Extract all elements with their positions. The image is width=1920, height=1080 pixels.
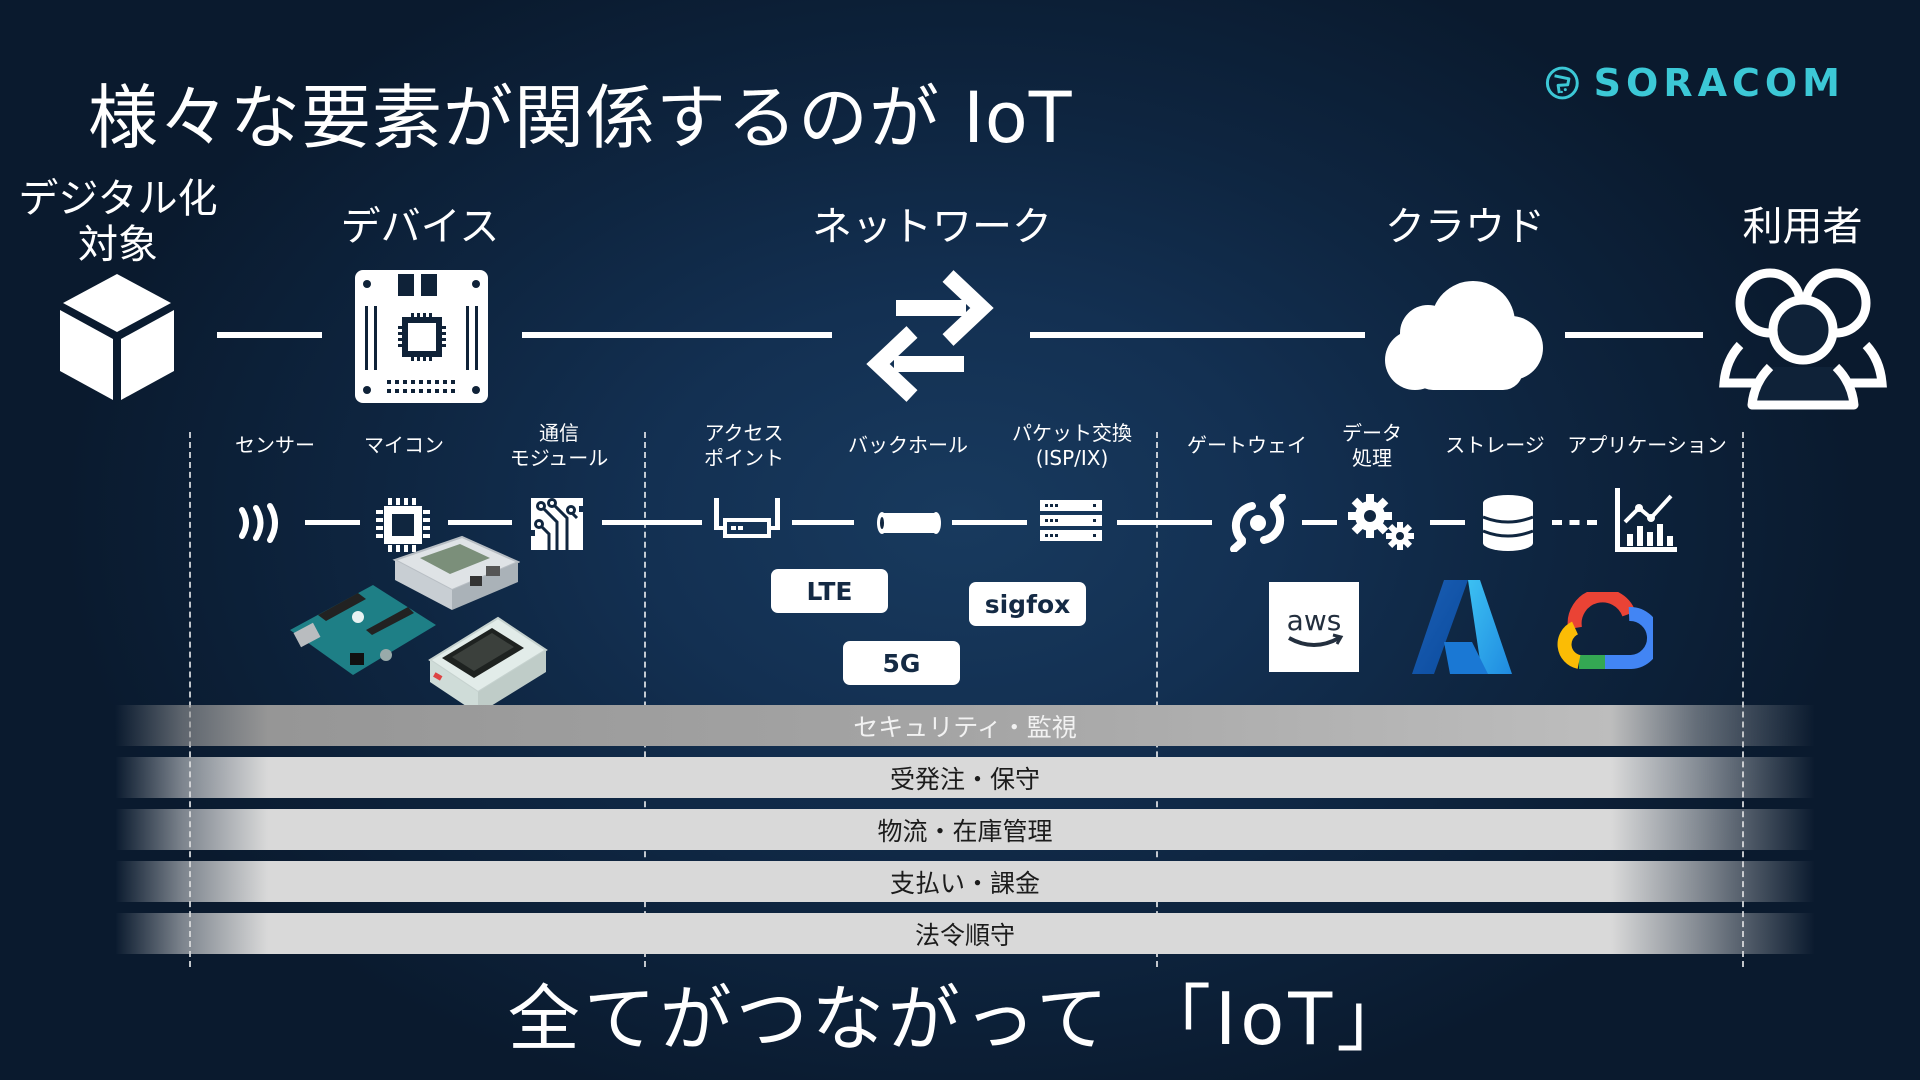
connector-line-dashed	[1552, 520, 1597, 525]
section-divider	[1742, 432, 1744, 967]
category-digital-target: デジタル化 対象	[8, 176, 228, 268]
category-cloud: クラウド	[1385, 204, 1545, 250]
band-legal-compliance: 法令順守	[115, 913, 1815, 954]
connector-line	[217, 332, 322, 338]
band-order-maintenance: 受発注・保守	[115, 757, 1815, 798]
network-tag-5g: 5G	[843, 641, 960, 685]
pipe-icon	[876, 510, 942, 536]
connector-line	[305, 520, 360, 525]
connector-line	[1117, 520, 1212, 525]
connector-line	[1430, 520, 1465, 525]
category-user: 利用者	[1742, 204, 1863, 250]
band-payment-billing: 支払い・課金	[115, 861, 1815, 902]
label-line1: アクセス	[704, 421, 784, 445]
gears-icon	[1346, 492, 1418, 552]
section-divider	[644, 432, 646, 967]
connector-line	[602, 520, 702, 525]
connector-line	[522, 332, 832, 338]
component-label-comm-module: 通信 モジュール	[510, 421, 609, 471]
section-divider	[189, 432, 191, 967]
gateway-icon	[1228, 494, 1288, 552]
category-label-line2: 対象	[78, 222, 158, 268]
microchip-icon	[374, 496, 432, 554]
label-line2: モジュール	[509, 446, 609, 470]
access-point-icon	[712, 498, 782, 542]
component-label-storage: ストレージ	[1445, 433, 1545, 457]
component-label-application: アプリケーション	[1567, 433, 1727, 457]
label-line2: ポイント	[704, 446, 784, 470]
component-label-microcontroller: マイコン	[364, 433, 444, 457]
azure-logo	[1410, 578, 1514, 676]
google-cloud-logo	[1553, 592, 1653, 672]
component-label-sensor: センサー	[235, 433, 315, 457]
connector-line	[792, 520, 854, 525]
exchange-arrows-icon	[858, 262, 1003, 410]
aws-logo-text: aws	[1287, 604, 1342, 637]
users-group-icon	[1718, 265, 1888, 410]
sensor-waves-icon	[236, 502, 284, 544]
m5stack-photo	[428, 612, 548, 717]
label-line1: データ	[1342, 421, 1402, 445]
component-label-packet-exchange: パケット交換 (ISP/IX)	[1012, 421, 1132, 471]
component-label-backhaul: バックホール	[848, 433, 968, 457]
network-tag-lte: LTE	[771, 569, 888, 613]
band-logistics-inventory: 物流・在庫管理	[115, 809, 1815, 850]
label-line1: パケット交換	[1012, 421, 1132, 445]
logo-text: SORACOM	[1593, 61, 1845, 105]
connector-line	[952, 520, 1027, 525]
section-divider	[1156, 432, 1158, 967]
footer-message: 全てがつながって 「IoT」	[507, 977, 1413, 1061]
communication-module-icon	[527, 496, 587, 552]
component-label-data-processing: データ 処理	[1342, 421, 1402, 471]
analytics-chart-icon	[1613, 488, 1679, 554]
connector-line	[1030, 332, 1365, 338]
aws-logo: aws	[1269, 582, 1359, 672]
arduino-photo	[288, 575, 438, 680]
component-label-gateway: ゲートウェイ	[1187, 433, 1307, 457]
connector-line	[1565, 332, 1703, 338]
network-tag-sigfox: sigfox	[969, 582, 1086, 626]
raspberry-pi-photo	[390, 532, 520, 612]
label-line2: (ISP/IX)	[1035, 446, 1109, 470]
circuit-board-icon	[355, 270, 488, 403]
connector-line	[448, 520, 512, 525]
category-device: デバイス	[340, 204, 500, 250]
slide-title: 様々な要素が関係するのが IoT	[88, 77, 1073, 159]
label-line2: 処理	[1352, 446, 1392, 470]
server-rack-icon	[1040, 500, 1102, 542]
label-line1: 通信	[538, 421, 579, 445]
category-label-line1: デジタル化	[18, 176, 218, 222]
soracom-logo: SORACOM	[1545, 52, 1845, 114]
cloud-icon	[1383, 278, 1548, 393]
category-network: ネットワーク	[812, 204, 1052, 250]
band-security-monitoring: セキュリティ・監視	[115, 705, 1815, 746]
connector-line	[1302, 520, 1337, 525]
cube-icon	[58, 272, 176, 402]
soracom-logo-icon	[1545, 66, 1579, 100]
database-icon	[1483, 495, 1533, 551]
component-label-access-point: アクセス ポイント	[704, 421, 784, 471]
